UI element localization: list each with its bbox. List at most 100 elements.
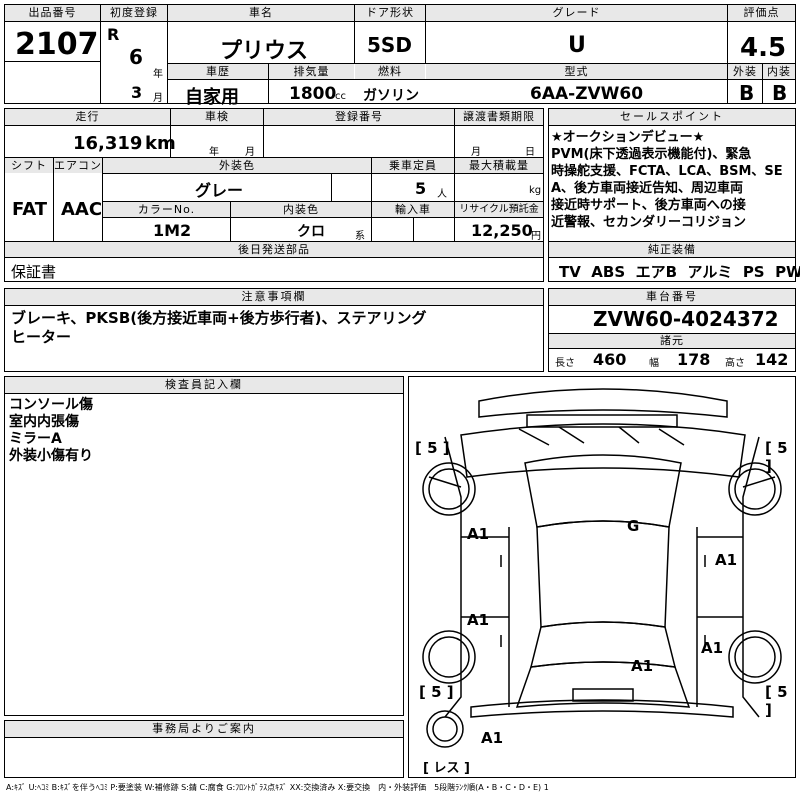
door-type: 5SD (367, 33, 412, 57)
damage-mark: G (627, 517, 640, 535)
ext-label: 外装 (728, 64, 762, 79)
color-no: 1M2 (153, 221, 192, 240)
header-block: 出品番号 2107 初度登録 R 6 年 3 月 車名 プリウス ドア形状 5S… (4, 4, 796, 108)
inspection-label: 車検 (171, 109, 263, 125)
capacity-label: 乗車定員 (372, 158, 454, 173)
mileage: 16,319 (73, 133, 143, 154)
mileage-label: 走行 (5, 109, 170, 125)
length: 460 (593, 350, 627, 369)
recycle: 12,250 (471, 221, 533, 240)
lot-number: 2107 (15, 27, 99, 62)
reg-era: R (107, 25, 120, 44)
fuel-label: 燃料 (355, 64, 425, 79)
load-label: 最大積載量 (455, 158, 543, 173)
height-label: 高さ (725, 358, 745, 369)
cc-unit: cc (335, 91, 346, 102)
recycle-unit: 円 (531, 231, 541, 242)
office-block: 事務局よりご案内 (4, 720, 404, 778)
mileage-unit: km (145, 133, 176, 154)
ext-score: B (739, 81, 755, 105)
sales-line: PVM(床下透過表示機能付)、緊急 (551, 147, 752, 162)
reg-year-unit: 年 (153, 69, 163, 80)
int-color-label: 内装色 (231, 202, 371, 217)
insp-year-unit: 年 (209, 147, 219, 158)
car-name: プリウス (220, 39, 309, 64)
history-label: 車歴 (168, 64, 268, 79)
equipment-item: TV (559, 263, 581, 281)
inspector-block: 検査員記入欄 コンソール傷 室内内張傷 ミラーA 外装小傷有り (4, 376, 404, 716)
width: 178 (677, 350, 711, 369)
ac-label: エアコン (54, 158, 102, 173)
tire-front-left: [ 5 ] (415, 439, 450, 457)
car-diagram-svg (422, 388, 782, 748)
color-label: 外装色 (103, 158, 371, 173)
shift-label: シフト (5, 158, 53, 173)
grade-label: グレード (426, 5, 727, 21)
notes-label: 注意事項欄 (5, 289, 543, 306)
reg-no-label: 登録番号 (264, 109, 454, 125)
notes-line: ブレーキ、PKSB(後方接近車両+後方歩行者)、ステアリング (11, 309, 427, 327)
reg-label: 初度登録 (101, 5, 167, 21)
damage-mark: A1 (631, 657, 654, 675)
equipment-item: エアB (635, 263, 678, 281)
transfer-day-unit: 日 (525, 147, 535, 158)
details-block: 走行 16,319 km 車検 年 月 登録番号 譲渡書類期限 月 日 シフト … (4, 108, 544, 282)
tire-rear-left: [ 5 ] (419, 683, 454, 701)
equipment-item: PS (742, 263, 765, 281)
inspector-label: 検査員記入欄 (5, 377, 403, 394)
model: 6AA-ZVW60 (530, 84, 644, 104)
tire-rear-right: [ 5 ] (765, 683, 788, 719)
tire-front-right: [ 5 ] (765, 439, 788, 475)
int-color-unit: 系 (355, 231, 365, 242)
score: 4.5 (740, 33, 787, 63)
legend: A:ｷｽﾞ U:ﾍｺﾐ B:ｷｽﾞを伴うﾍｺﾐ P:要塗装 W:補修跡 S:錆 … (6, 783, 549, 792)
history: 自家用 (185, 87, 239, 108)
sales-line: 接近時サポート、後方車両への接 (551, 198, 746, 213)
damage-diagram: [ 5 ] [ 5 ] [ 5 ] [ 5 ] A1 G A1 A1 A1 A1… (408, 376, 796, 778)
load-unit: kg (529, 185, 542, 196)
equipment-item: ABS (591, 263, 626, 281)
reg-month-unit: 月 (153, 93, 163, 104)
inspector-line: 室内内張傷 (9, 414, 79, 430)
ac: AAC (61, 199, 103, 220)
import-label: 輸入車 (372, 202, 454, 217)
chassis-label: 車台番号 (549, 289, 795, 306)
notes-line: ヒーター (11, 328, 72, 346)
office-label: 事務局よりご案内 (5, 721, 403, 738)
door-label: ドア形状 (355, 5, 425, 21)
sales-line: 近警報、セカンダリーコリジョン (551, 215, 747, 230)
int-label: 内装 (763, 64, 795, 79)
equipment-item: アルミ (687, 263, 733, 281)
sales-label: セールスポイント (549, 109, 795, 126)
damage-mark: A1 (701, 639, 724, 657)
reg-month: 3 (131, 83, 143, 102)
damage-mark: A1 (467, 611, 490, 629)
insp-month-unit: 月 (245, 147, 255, 158)
notes-block: 注意事項欄 ブレーキ、PKSB(後方接近車両+後方歩行者)、ステアリング ヒータ… (4, 288, 544, 372)
damage-mark: A1 (481, 729, 504, 747)
chassis-block: 車台番号 ZVW60-4024372 諸元 長さ 460 幅 178 高さ 14… (548, 288, 796, 372)
model-label: 型式 (426, 64, 727, 79)
inspector-line: 外装小傷有り (9, 448, 93, 464)
capacity: 5 (415, 179, 427, 198)
sales-line: ★オークションデビュー★ (551, 130, 705, 145)
sales-line: 時操舵支援、FCTA、LCA、BSM、SE (551, 164, 783, 179)
specs-label: 諸元 (549, 334, 795, 348)
equipment-label: 純正装備 (549, 242, 795, 257)
length-label: 長さ (555, 358, 575, 369)
name-label: 車名 (168, 5, 354, 21)
fuel: ガソリン (363, 88, 419, 104)
color-no-label: カラーNo. (103, 202, 230, 217)
inspector-line: ミラーA (9, 431, 62, 447)
cc: 1800 (289, 84, 337, 104)
int-score: B (772, 81, 788, 105)
damage-mark: A1 (715, 551, 738, 569)
transfer-month-unit: 月 (471, 147, 481, 158)
grade: U (568, 33, 586, 58)
damage-mark: A1 (467, 525, 490, 543)
color: グレー (195, 181, 244, 200)
later-parts: 保証書 (11, 263, 57, 281)
inspector-line: コンソール傷 (9, 397, 93, 413)
reg-year: 6 (129, 45, 143, 69)
chassis-number: ZVW60-4024372 (593, 307, 779, 331)
